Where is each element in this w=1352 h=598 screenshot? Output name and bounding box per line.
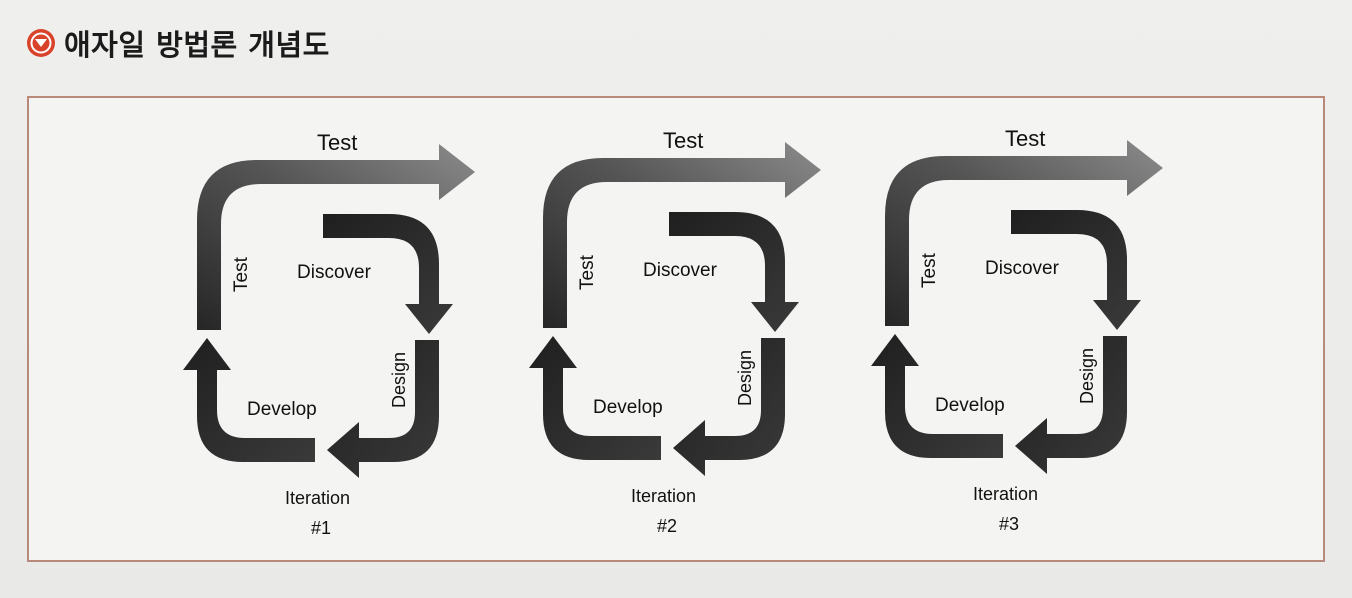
develop-arrow <box>529 336 661 460</box>
iteration-2: Test Test Discover Design Develop Iterat… <box>529 128 821 536</box>
discover-label: Discover <box>297 262 372 283</box>
iteration-1: Test Test Discover Design Develop Iterat… <box>183 130 475 538</box>
iteration-number: #1 <box>311 518 331 538</box>
discover-arrow <box>669 212 799 332</box>
test-side-label: Test <box>577 254 598 290</box>
test-top-label: Test <box>317 130 357 155</box>
design-arrow <box>327 340 439 478</box>
test-top-label: Test <box>663 128 703 153</box>
discover-label: Discover <box>643 260 718 281</box>
develop-arrow <box>183 338 315 462</box>
develop-arrow <box>871 334 1003 458</box>
iteration-number: #2 <box>657 516 677 536</box>
test-arrow <box>197 144 475 330</box>
develop-label: Develop <box>593 397 663 418</box>
iteration-3: Test Test Discover Design Develop Iterat… <box>871 126 1163 534</box>
design-label: Design <box>389 352 409 408</box>
design-label: Design <box>735 350 755 406</box>
test-top-label: Test <box>1005 126 1045 151</box>
heading-title: 애자일 방법론 개념도 <box>64 28 330 62</box>
design-arrow <box>673 338 785 476</box>
develop-label: Develop <box>935 395 1005 416</box>
down-arrow-circle-icon <box>27 29 55 57</box>
test-side-label: Test <box>919 252 940 288</box>
iteration-label: Iteration <box>285 488 350 508</box>
iteration-number: #3 <box>999 514 1019 534</box>
design-arrow <box>1015 336 1127 474</box>
test-arrow <box>543 142 821 328</box>
agile-cycle-diagram: Test Test Discover Design Develop Iterat… <box>183 126 1163 538</box>
iteration-label: Iteration <box>973 484 1038 504</box>
diagram-frame: Test Test Discover Design Develop Iterat… <box>27 96 1325 562</box>
discover-arrow <box>1011 210 1141 330</box>
test-arrow <box>885 140 1163 326</box>
iteration-label: Iteration <box>631 486 696 506</box>
discover-arrow <box>323 214 453 334</box>
develop-label: Develop <box>247 399 317 420</box>
design-label: Design <box>1077 348 1097 404</box>
test-side-label: Test <box>231 256 252 292</box>
section-heading: 애자일 방법론 개념도 <box>26 22 330 64</box>
discover-label: Discover <box>985 258 1060 279</box>
